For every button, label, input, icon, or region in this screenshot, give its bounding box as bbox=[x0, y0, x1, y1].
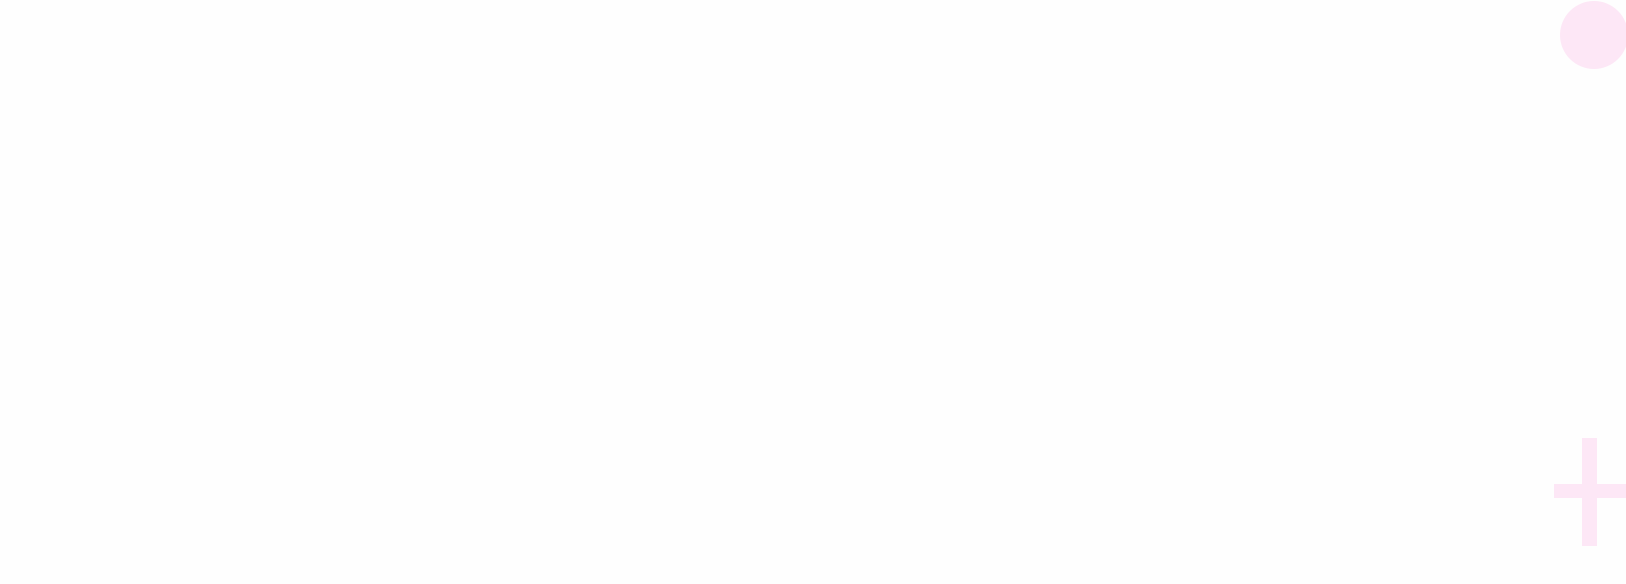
pink-plus-decoration-icon bbox=[1554, 438, 1626, 546]
plus-horizontal-bar bbox=[1554, 484, 1626, 498]
pink-circle-decoration-icon bbox=[1560, 1, 1626, 69]
